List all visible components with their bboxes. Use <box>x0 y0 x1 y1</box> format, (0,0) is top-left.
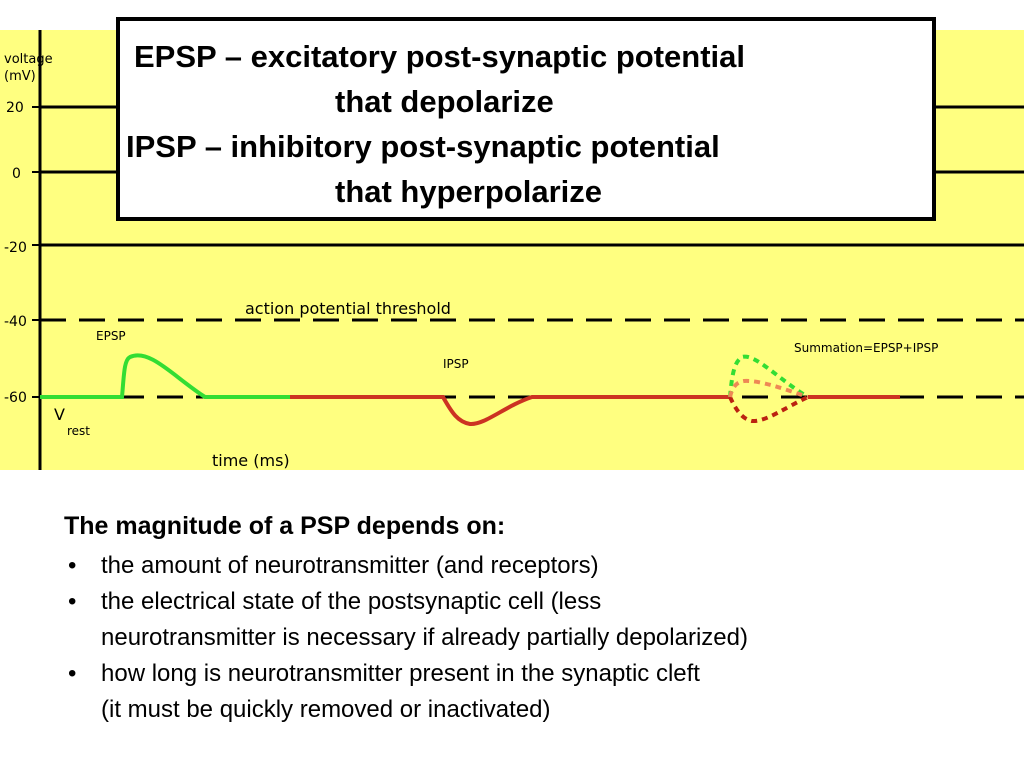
ipsp-label: IPSP <box>443 357 469 371</box>
y-axis-label-line2: (mV) <box>4 69 36 84</box>
notes-list: the amount of neurotransmitter (and rece… <box>64 548 994 728</box>
epsp-definition-continuation: that depolarize <box>335 84 554 119</box>
vrest-label: V <box>54 405 65 424</box>
y-tick-20: 20 <box>6 100 24 116</box>
epsp-trace <box>40 353 290 399</box>
summation-ipsp-component <box>728 395 809 423</box>
vrest-label-subscript: rest <box>67 424 90 438</box>
note-item-text: the amount of neurotransmitter (and rece… <box>101 552 599 579</box>
vrest-label-main: V <box>54 405 65 424</box>
x-axis-label: time (ms) <box>212 451 290 470</box>
summation-net-trace <box>728 378 809 399</box>
definition-box: EPSP – excitatory post-synaptic potentia… <box>116 17 936 221</box>
note-item-text: how long is neurotransmitter present in … <box>101 660 700 687</box>
y-tick-minus-40: -40 <box>4 314 27 330</box>
ipsp-trace <box>290 395 730 426</box>
note-item-neurotransmitter-amount: the amount of neurotransmitter (and rece… <box>64 548 994 584</box>
ipsp-definition-continuation: that hyperpolarize <box>335 174 602 209</box>
ipsp-definition: IPSP – inhibitory post-synaptic potentia… <box>126 129 720 164</box>
y-axis-label-line1: voltage <box>4 52 53 67</box>
y-tick-minus-20: -20 <box>4 240 27 256</box>
epsp-label: EPSP <box>96 329 126 343</box>
note-item-text-continuation: neurotransmitter is necessary if already… <box>101 624 748 651</box>
psp-magnitude-notes: The magnitude of a PSP depends on: the a… <box>64 510 994 728</box>
note-item-text-continuation: (it must be quickly removed or inactivat… <box>101 696 551 723</box>
summation-label: Summation=EPSP+IPSP <box>794 341 938 355</box>
epsp-definition: EPSP – excitatory post-synaptic potentia… <box>134 39 745 74</box>
note-item-text: the electrical state of the postsynaptic… <box>101 588 602 615</box>
note-item-duration: how long is neurotransmitter present in … <box>64 656 994 728</box>
note-item-electrical-state: the electrical state of the postsynaptic… <box>64 584 994 656</box>
threshold-label: action potential threshold <box>245 299 451 318</box>
y-tick-0: 0 <box>12 166 21 182</box>
y-tick-minus-60: -60 <box>4 390 27 406</box>
notes-heading: The magnitude of a PSP depends on: <box>64 512 506 540</box>
